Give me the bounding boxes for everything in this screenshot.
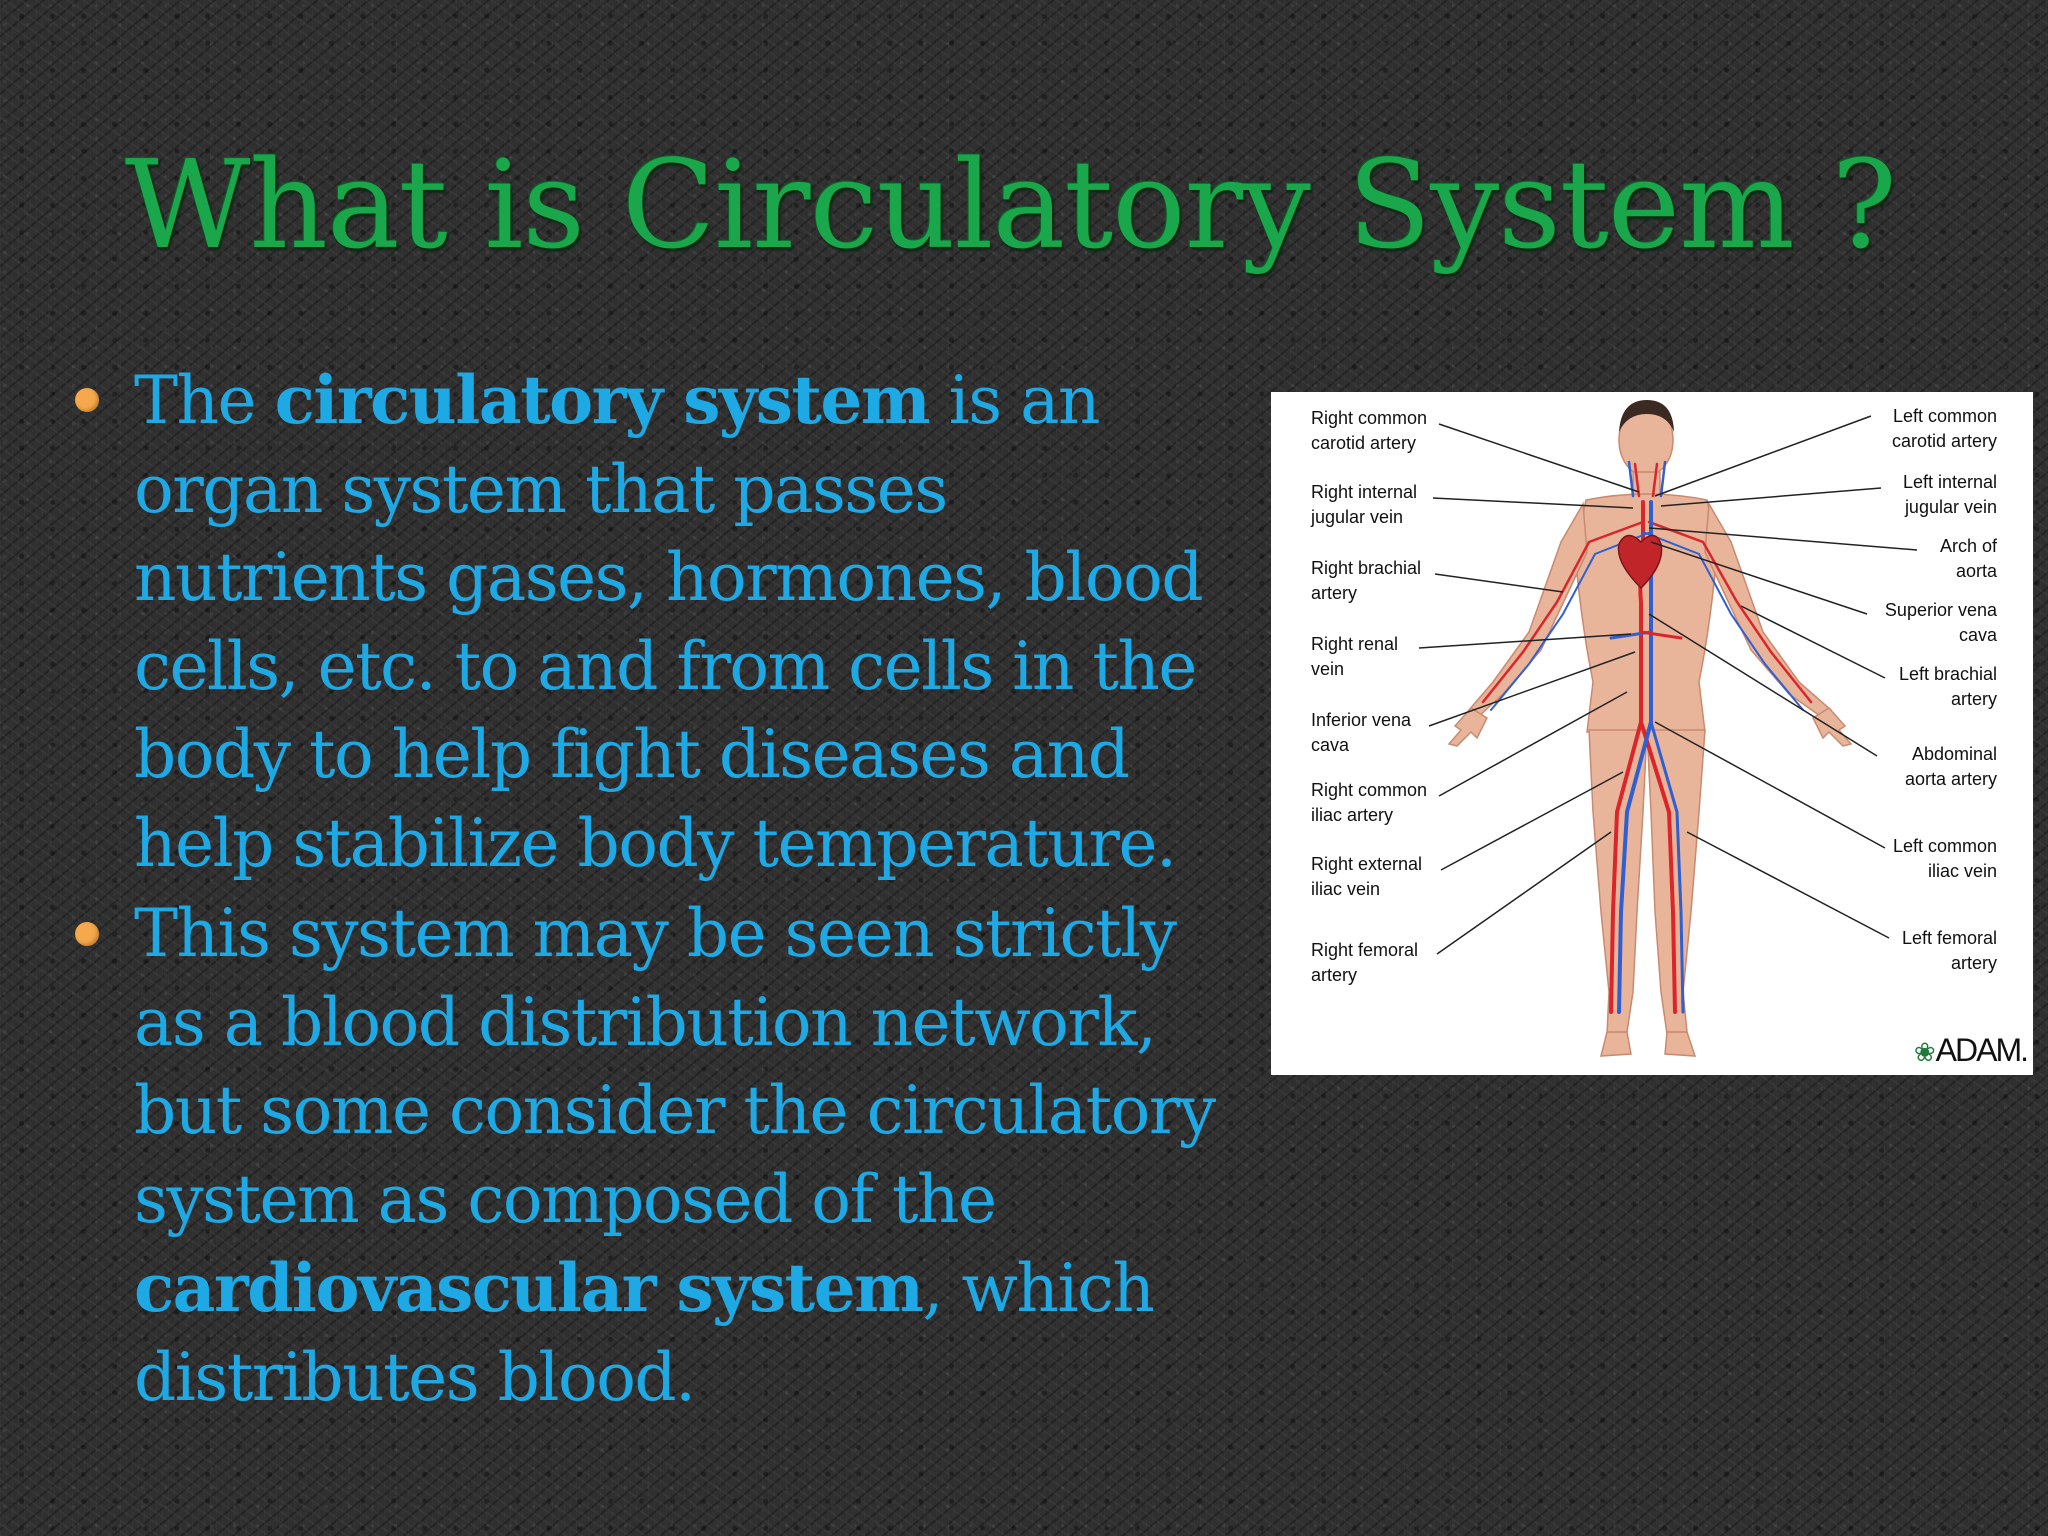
label-right-external-iliac-vein: Right external iliac vein — [1311, 854, 1423, 899]
label-arch-of-aorta: Arch of aorta — [1939, 536, 1997, 581]
label-inferior-vena-cava: Inferior vena cava — [1311, 710, 1412, 755]
bullet-item-2: This system may be seen strictly as a bl… — [66, 890, 1216, 1422]
body-silhouette — [1447, 400, 1853, 1057]
label-right-brachial-artery: Right brachial artery — [1311, 558, 1422, 603]
circulatory-system-diagram: Right common carotid artery Right intern… — [1271, 392, 2033, 1075]
label-superior-vena-cava: Superior vena cava — [1884, 600, 1997, 645]
adam-logo: ❀ADAM. — [1913, 1032, 2029, 1069]
label-left-internal-jugular-vein: Left internal jugular vein — [1902, 472, 1997, 517]
bullet-text-1a: The — [134, 362, 275, 439]
vessel-network — [1481, 460, 1813, 1014]
human-body-illustration — [1418, 400, 1918, 1057]
leader-lines-right — [1648, 415, 1918, 939]
label-left-common-carotid-artery: Left common carotid artery — [1891, 406, 1997, 451]
bullet-dot-icon — [75, 922, 99, 946]
leader-lines-left — [1418, 423, 1640, 955]
label-right-common-iliac-artery: Right common iliac artery — [1311, 780, 1428, 825]
bullet-term-cardiovascular-system: cardiovascular system — [134, 1249, 924, 1327]
label-right-common-carotid-artery: Right common carotid artery — [1311, 408, 1428, 453]
slide-title: What is Circulatory System ? — [125, 134, 1897, 276]
bullet-text-2b: , which distributes blood. — [134, 1250, 1155, 1416]
bullet-text-2a: This system may be seen strictly as a bl… — [134, 895, 1216, 1238]
leaf-icon: ❀ — [1913, 1037, 1936, 1067]
label-right-renal-vein: Right renal vein — [1311, 634, 1399, 679]
label-abdominal-aorta-artery: Abdominal aorta artery — [1904, 744, 1997, 789]
label-right-internal-jugular-vein: Right internal jugular vein — [1311, 482, 1418, 527]
label-right-femoral-artery: Right femoral artery — [1311, 940, 1419, 985]
bullet-list: The circulatory system is an organ syste… — [66, 356, 1216, 1424]
bullet-term-circulatory-system: circulatory system — [274, 361, 931, 439]
adam-logo-text: ADAM. — [1935, 1032, 2029, 1068]
label-left-common-iliac-vein: Left common iliac vein — [1892, 836, 1997, 881]
label-left-femoral-artery: Left femoral artery — [1901, 928, 1997, 973]
label-left-brachial-artery: Left brachial artery — [1898, 664, 1997, 709]
bullet-dot-icon — [75, 388, 99, 412]
bullet-item-1: The circulatory system is an organ syste… — [66, 356, 1216, 888]
bullet-text-1b: is an organ system that passes nutrients… — [134, 362, 1204, 882]
heart-icon — [1617, 534, 1663, 590]
